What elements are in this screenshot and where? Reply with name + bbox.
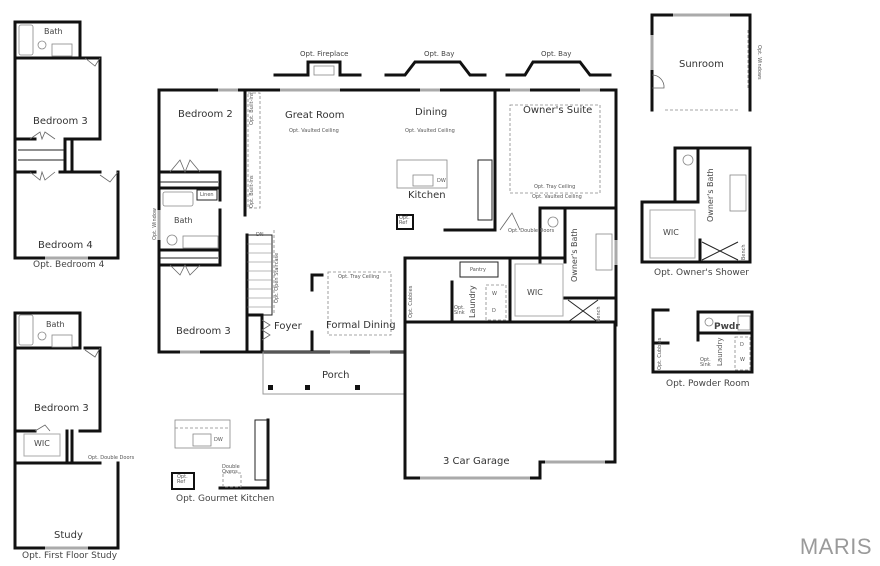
opt-double-doors-label: Opt. Double Doors: [508, 228, 555, 234]
powder-washer-label: W: [740, 357, 745, 363]
shower-owners-bath-label: Owner's Bath: [706, 168, 715, 222]
gourmet-double-ovens-label: Double Ovens: [222, 464, 240, 475]
sunroom-label: Sunroom: [679, 59, 724, 70]
maris-watermark: MARIS: [799, 534, 872, 559]
garage-label: 3 Car Garage: [443, 456, 510, 467]
bath-label: Bath: [174, 216, 193, 225]
bench-label: Bench: [596, 306, 602, 322]
opt-ref-label: Opt. Ref: [399, 215, 410, 226]
foyer-label: Foyer: [274, 321, 302, 332]
main-floor-plan: [157, 60, 618, 480]
opt-windows-label: Opt. Windows: [756, 45, 762, 80]
powder-dryer-label: D: [740, 342, 744, 348]
dw-label: DW: [437, 178, 446, 184]
opt-powder-room-plan: [651, 308, 754, 374]
gourmet-opt-ref-label: Opt. Ref: [177, 474, 188, 485]
opt-study-double-doors-label: Opt. Double Doors: [88, 455, 135, 461]
owners-suite-vaulted-note: Opt. Vaulted Ceiling: [532, 194, 582, 200]
opt-powder-room-caption: Opt. Powder Room: [666, 379, 750, 389]
dn-label: DN: [256, 232, 264, 238]
powder-opt-sink-label: Opt. Sink: [700, 357, 711, 368]
opt-study-bedroom3-label: Bedroom 3: [34, 403, 89, 414]
dryer-label: D: [492, 308, 496, 314]
opt-bedroom4-caption: Opt. Bedroom 4: [33, 260, 105, 270]
opt-bed4-bedroom4-label: Bedroom 4: [38, 240, 93, 251]
opt-study-plan: [13, 311, 120, 550]
washer-label: W: [492, 291, 497, 297]
pwdr-label: Pwdr: [714, 322, 740, 332]
owners-suite-label: Owner's Suite: [523, 105, 593, 116]
opt-built-ins-1-label: Opt. Built-Ins: [249, 92, 255, 125]
opt-study-bath-label: Bath: [46, 320, 65, 329]
shower-wic-label: WIC: [663, 228, 679, 237]
bedroom3-label: Bedroom 3: [176, 326, 231, 337]
formal-dining-label: Formal Dining: [326, 320, 396, 331]
opt-gourmet-kitchen-caption: Opt. Gourmet Kitchen: [176, 494, 275, 504]
opt-bed4-bath-label: Bath: [44, 27, 63, 36]
opt-study-wic-label: WIC: [34, 439, 50, 448]
bedroom2-label: Bedroom 2: [178, 109, 233, 120]
opt-study-study-label: Study: [54, 530, 83, 541]
owners-bath-label: Owner's Bath: [570, 228, 579, 282]
opt-open-staircase-label: Opt. Open Staircase: [274, 252, 280, 303]
great-room-label: Great Room: [285, 110, 345, 121]
wic-label: WIC: [527, 288, 543, 297]
opt-owners-shower-plan: [640, 146, 752, 264]
gourmet-dw-label: DW: [214, 437, 223, 443]
powder-opt-cubbies-label: Opt. Cubbies: [657, 337, 663, 370]
great-room-note: Opt. Vaulted Ceiling: [289, 128, 339, 134]
shower-bench-label: Bench: [741, 244, 747, 260]
opt-study-caption: Opt. First Floor Study: [22, 551, 118, 561]
opt-built-ins-2-label: Opt. Built-Ins: [249, 175, 255, 208]
opt-bay2-label: Opt. Bay: [541, 50, 572, 58]
laundry-label: Laundry: [468, 285, 477, 318]
porch-label: Porch: [322, 370, 350, 381]
opt-owners-shower-caption: Opt. Owner's Shower: [654, 268, 749, 278]
formal-dining-note: Opt. Tray Ceiling: [338, 274, 380, 280]
opt-cubbies-label: Opt. Cubbies: [408, 285, 414, 318]
powder-laundry-label: Laundry: [716, 337, 724, 366]
owners-suite-tray-note: Opt. Tray Ceiling: [534, 184, 576, 190]
pantry-label: Pantry: [470, 267, 486, 273]
opt-bedroom4-plan: [13, 20, 120, 260]
opt-window-label: Opt. Window: [152, 208, 158, 240]
dining-label: Dining: [415, 107, 448, 118]
opt-sink-label: Opt. Sink: [454, 305, 465, 316]
opt-bed4-bedroom3-label: Bedroom 3: [33, 116, 88, 127]
kitchen-label: Kitchen: [408, 190, 446, 201]
opt-gourmet-kitchen-plan: [171, 418, 270, 490]
dining-note: Opt. Vaulted Ceiling: [405, 128, 455, 134]
linen-label: Linen: [200, 192, 214, 198]
opt-fireplace-label: Opt. Fireplace: [300, 50, 349, 58]
opt-bay1-label: Opt. Bay: [424, 50, 455, 58]
sunroom-plan: [650, 13, 752, 112]
